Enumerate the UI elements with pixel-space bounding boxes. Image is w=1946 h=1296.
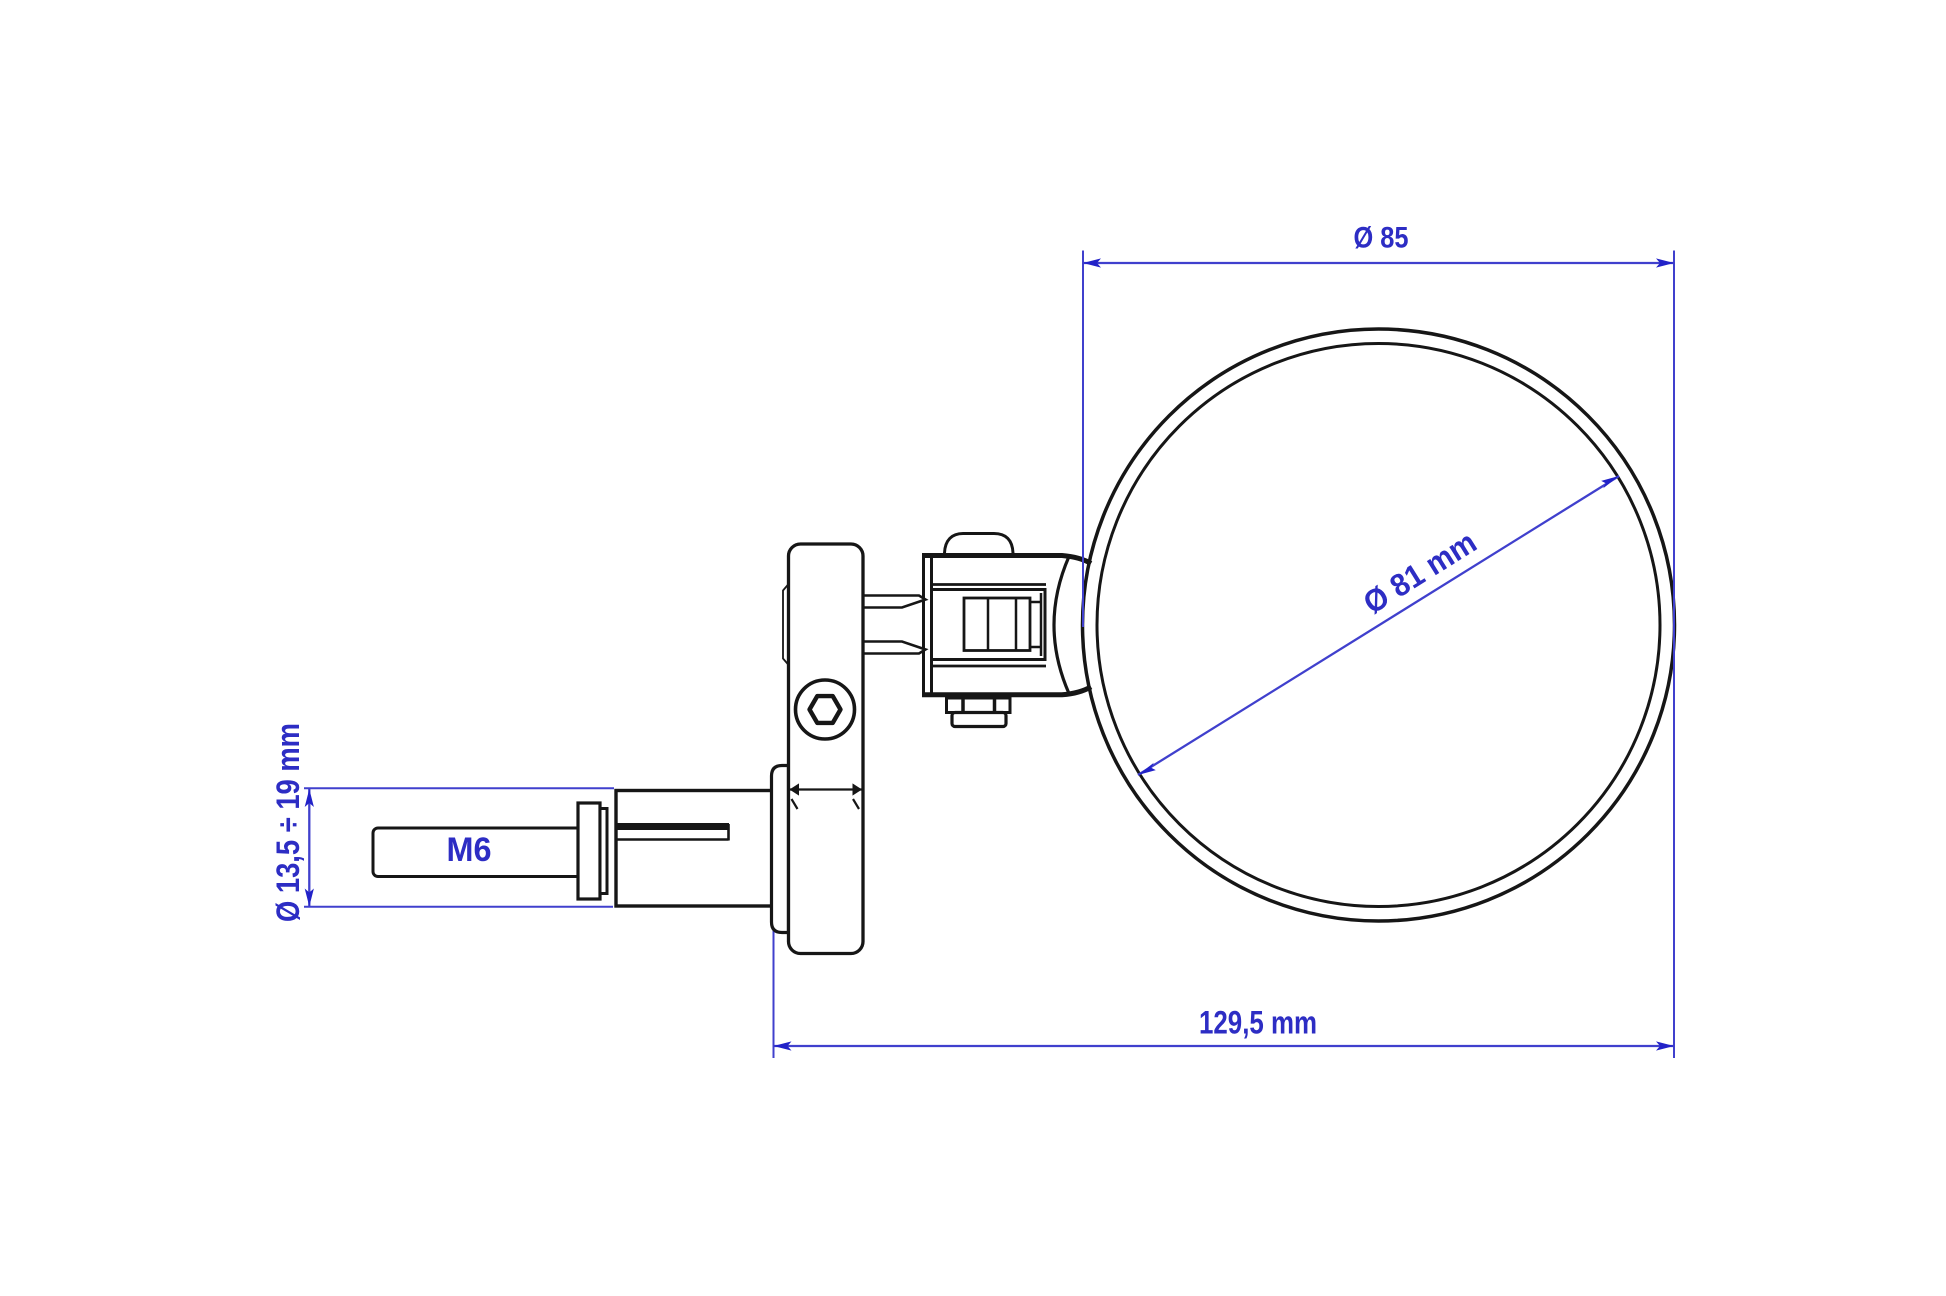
svg-text:M6: M6 [447, 831, 492, 869]
svg-text:Ø 85: Ø 85 [1354, 222, 1409, 255]
svg-text:Ø 13,5 ÷ 19 mm: Ø 13,5 ÷ 19 mm [270, 723, 306, 922]
svg-text:129,5 mm: 129,5 mm [1199, 1005, 1317, 1041]
